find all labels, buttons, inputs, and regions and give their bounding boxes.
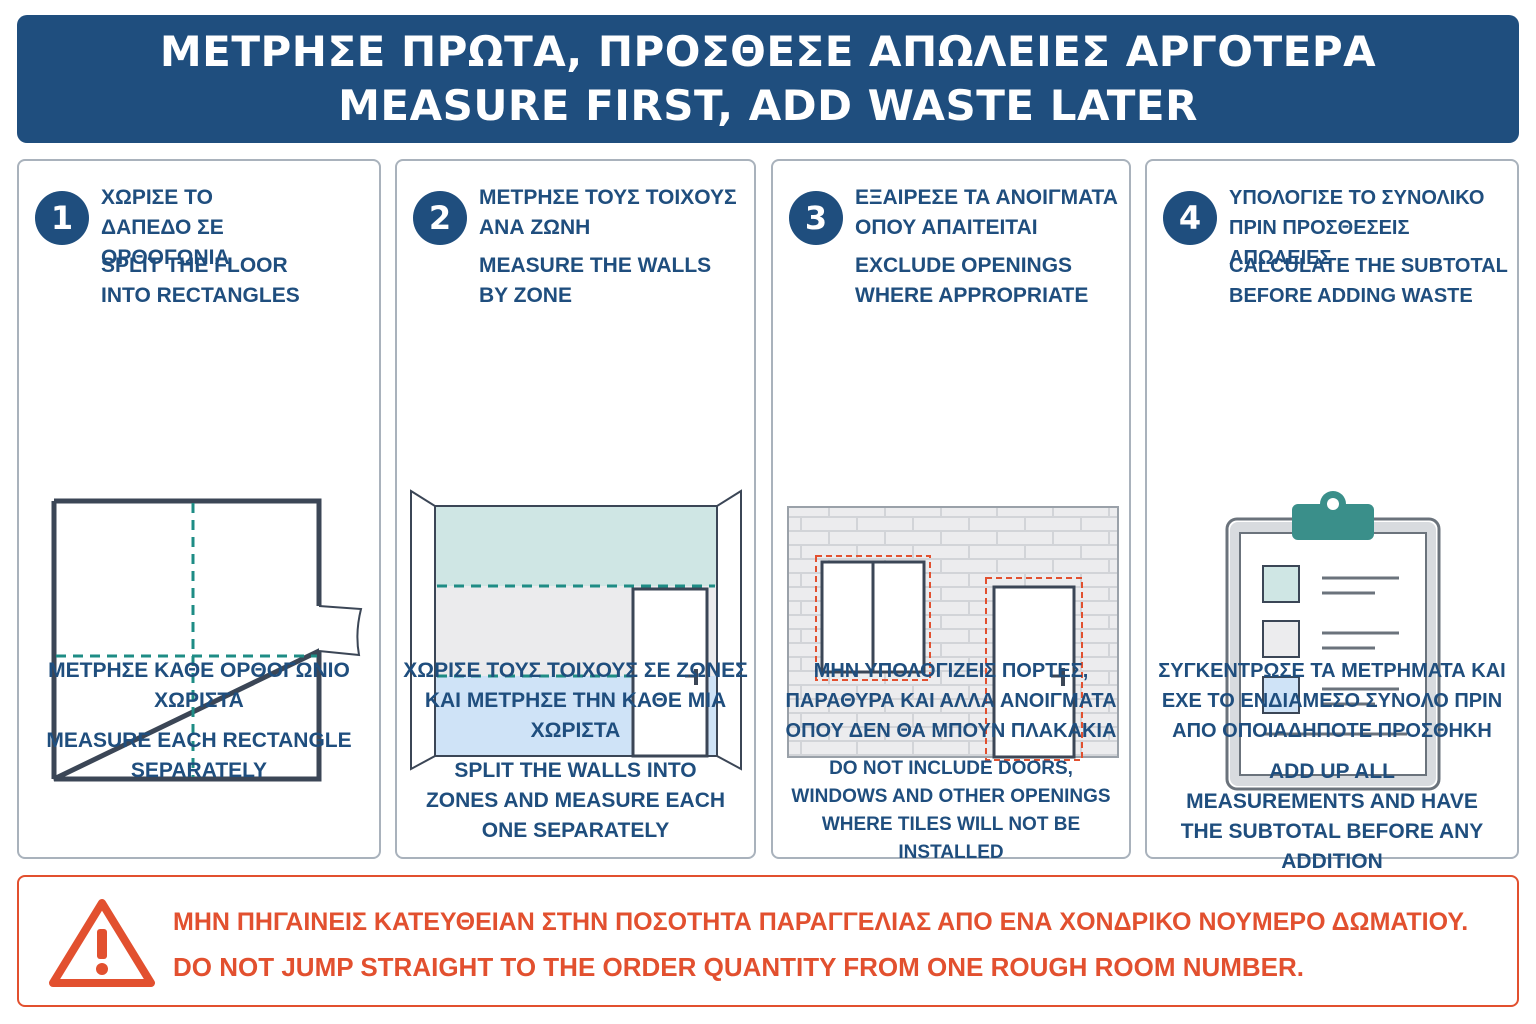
step-desc-english: SPLIT THE WALLS INTO ZONES AND MEASURE E… [425,759,726,842]
step-title-greek: ΥΠΟΛΟΓΙΣΕ ΤΟ ΣΥΝΟΛΙΚΟ ΠΡΙΝ ΠΡΟΣΘΕΣΕΙΣ ΑΠ… [1229,187,1485,269]
step-card-2: 2 ΜΕΤΡΗΣΕ ΤΟΥΣ ΤΟΙΧΟΥΣ ΑΝΑ ΖΩΝΗ MEASURE … [395,159,756,859]
step-title-english: CALCULATE THE SUBTOTAL BEFORE ADDING WAS… [1229,255,1508,307]
step-card-1: 1 ΧΩΡΙΣΕ ΤΟ ΔΑΠΕΔΟ ΣΕ ΟΡΘΟΓΩΝΙΑ SPLIT TH… [17,159,381,859]
step-number-badge: 3 [789,191,843,245]
step-desc-english: DO NOT INCLUDE DOORS, WINDOWS AND OTHER … [791,758,1111,863]
step-desc-english: MEASURE EACH RECTANGLE SEPARATELY [46,729,352,782]
step-card-3: 3 ΕΞΑΙΡΕΣΕ ΤΑ ΑΝΟΙΓΜΑΤΑ ΟΠΟΥ ΑΠΑΙΤΕΙΤΑΙ … [771,159,1131,863]
step-desc-greek: ΧΩΡΙΣΕ ΤΟΥΣ ΤΟΙΧΟΥΣ ΣΕ ΖΩΝΕΣ ΚΑΙ ΜΕΤΡΗΣΕ… [403,659,748,742]
warning-text-english: DO NOT JUMP STRAIGHT TO THE ORDER QUANTI… [173,952,1305,982]
warning-triangle-icon [49,899,155,987]
clipboard-checklist-icon [1225,491,1441,791]
header-title-english: MEASURE FIRST, ADD WASTE LATER [338,81,1198,130]
step-card-4: 4 ΥΠΟΛΟΓΙΣΕ ΤΟ ΣΥΝΟΛΙΚΟ ΠΡΙΝ ΠΡΟΣΘΕΣΕΙΣ … [1145,159,1519,873]
step-desc-english: ADD UP ALL MEASUREMENTS AND HAVE THE SUB… [1180,760,1484,873]
step-title-english: EXCLUDE OPENINGS WHERE APPROPRIATE [855,254,1089,307]
header-banner: ΜΕΤΡΗΣΕ ΠΡΩΤΑ, ΠΡΟΣΘΕΣΕ ΑΠΩΛΕΙΕΣ ΑΡΓΟΤΕΡ… [17,15,1519,143]
step-number-badge: 1 [35,191,89,245]
warning-text-greek: ΜΗΝ ΠΗΓΑΙΝΕΙΣ ΚΑΤΕΥΘΕΙΑΝ ΣΤΗΝ ΠΟΣΟΤΗΤΑ Π… [173,908,1469,936]
step-desc-greek: ΜΕΤΡΗΣΕ ΚΑΘΕ ΟΡΘΟΓΩΝΙΟ ΧΩΡΙΣΤΑ [48,659,350,712]
wall-zones-illustration [410,489,742,771]
step-title-greek: ΧΩΡΙΣΕ ΤΟ ΔΑΠΕΔΟ ΣΕ ΟΡΘΟΓΩΝΙΑ [101,186,230,269]
warning-banner: ΜΗΝ ΠΗΓΑΙΝΕΙΣ ΚΑΤΕΥΘΕΙΑΝ ΣΤΗΝ ΠΟΣΟΤΗΤΑ Π… [17,875,1519,1007]
step-title-greek: ΜΕΤΡΗΣΕ ΤΟΥΣ ΤΟΙΧΟΥΣ ΑΝΑ ΖΩΝΗ [479,186,737,239]
step-desc-greek: ΣΥΓΚΕΝΤΡΩΣΕ ΤΑ ΜΕΤΡΗΜΑΤΑ ΚΑΙ ΕΧΕ ΤΟ ΕΝΔΙ… [1158,660,1506,742]
step-title-english: MEASURE THE WALLS BY ZONE [479,254,712,307]
wall-openings-illustration [787,506,1119,761]
header-title-greek: ΜΕΤΡΗΣΕ ΠΡΩΤΑ, ΠΡΟΣΘΕΣΕ ΑΠΩΛΕΙΕΣ ΑΡΓΟΤΕΡ… [159,27,1377,76]
step-title-english: SPLIT THE FLOOR INTO RECTANGLES [101,254,300,307]
floor-plan-illustration [51,498,363,782]
step-number-badge: 2 [413,191,467,245]
step-title-greek: ΕΞΑΙΡΕΣΕ ΤΑ ΑΝΟΙΓΜΑΤΑ ΟΠΟΥ ΑΠΑΙΤΕΙΤΑΙ [855,186,1118,239]
step-number-badge: 4 [1163,191,1217,245]
step-desc-greek: ΜΗΝ ΥΠΟΛΟΓΙΖΕΙΣ ΠΟΡΤΕΣ, ΠΑΡΑΘΥΡΑ ΚΑΙ ΑΛΛ… [785,660,1117,742]
